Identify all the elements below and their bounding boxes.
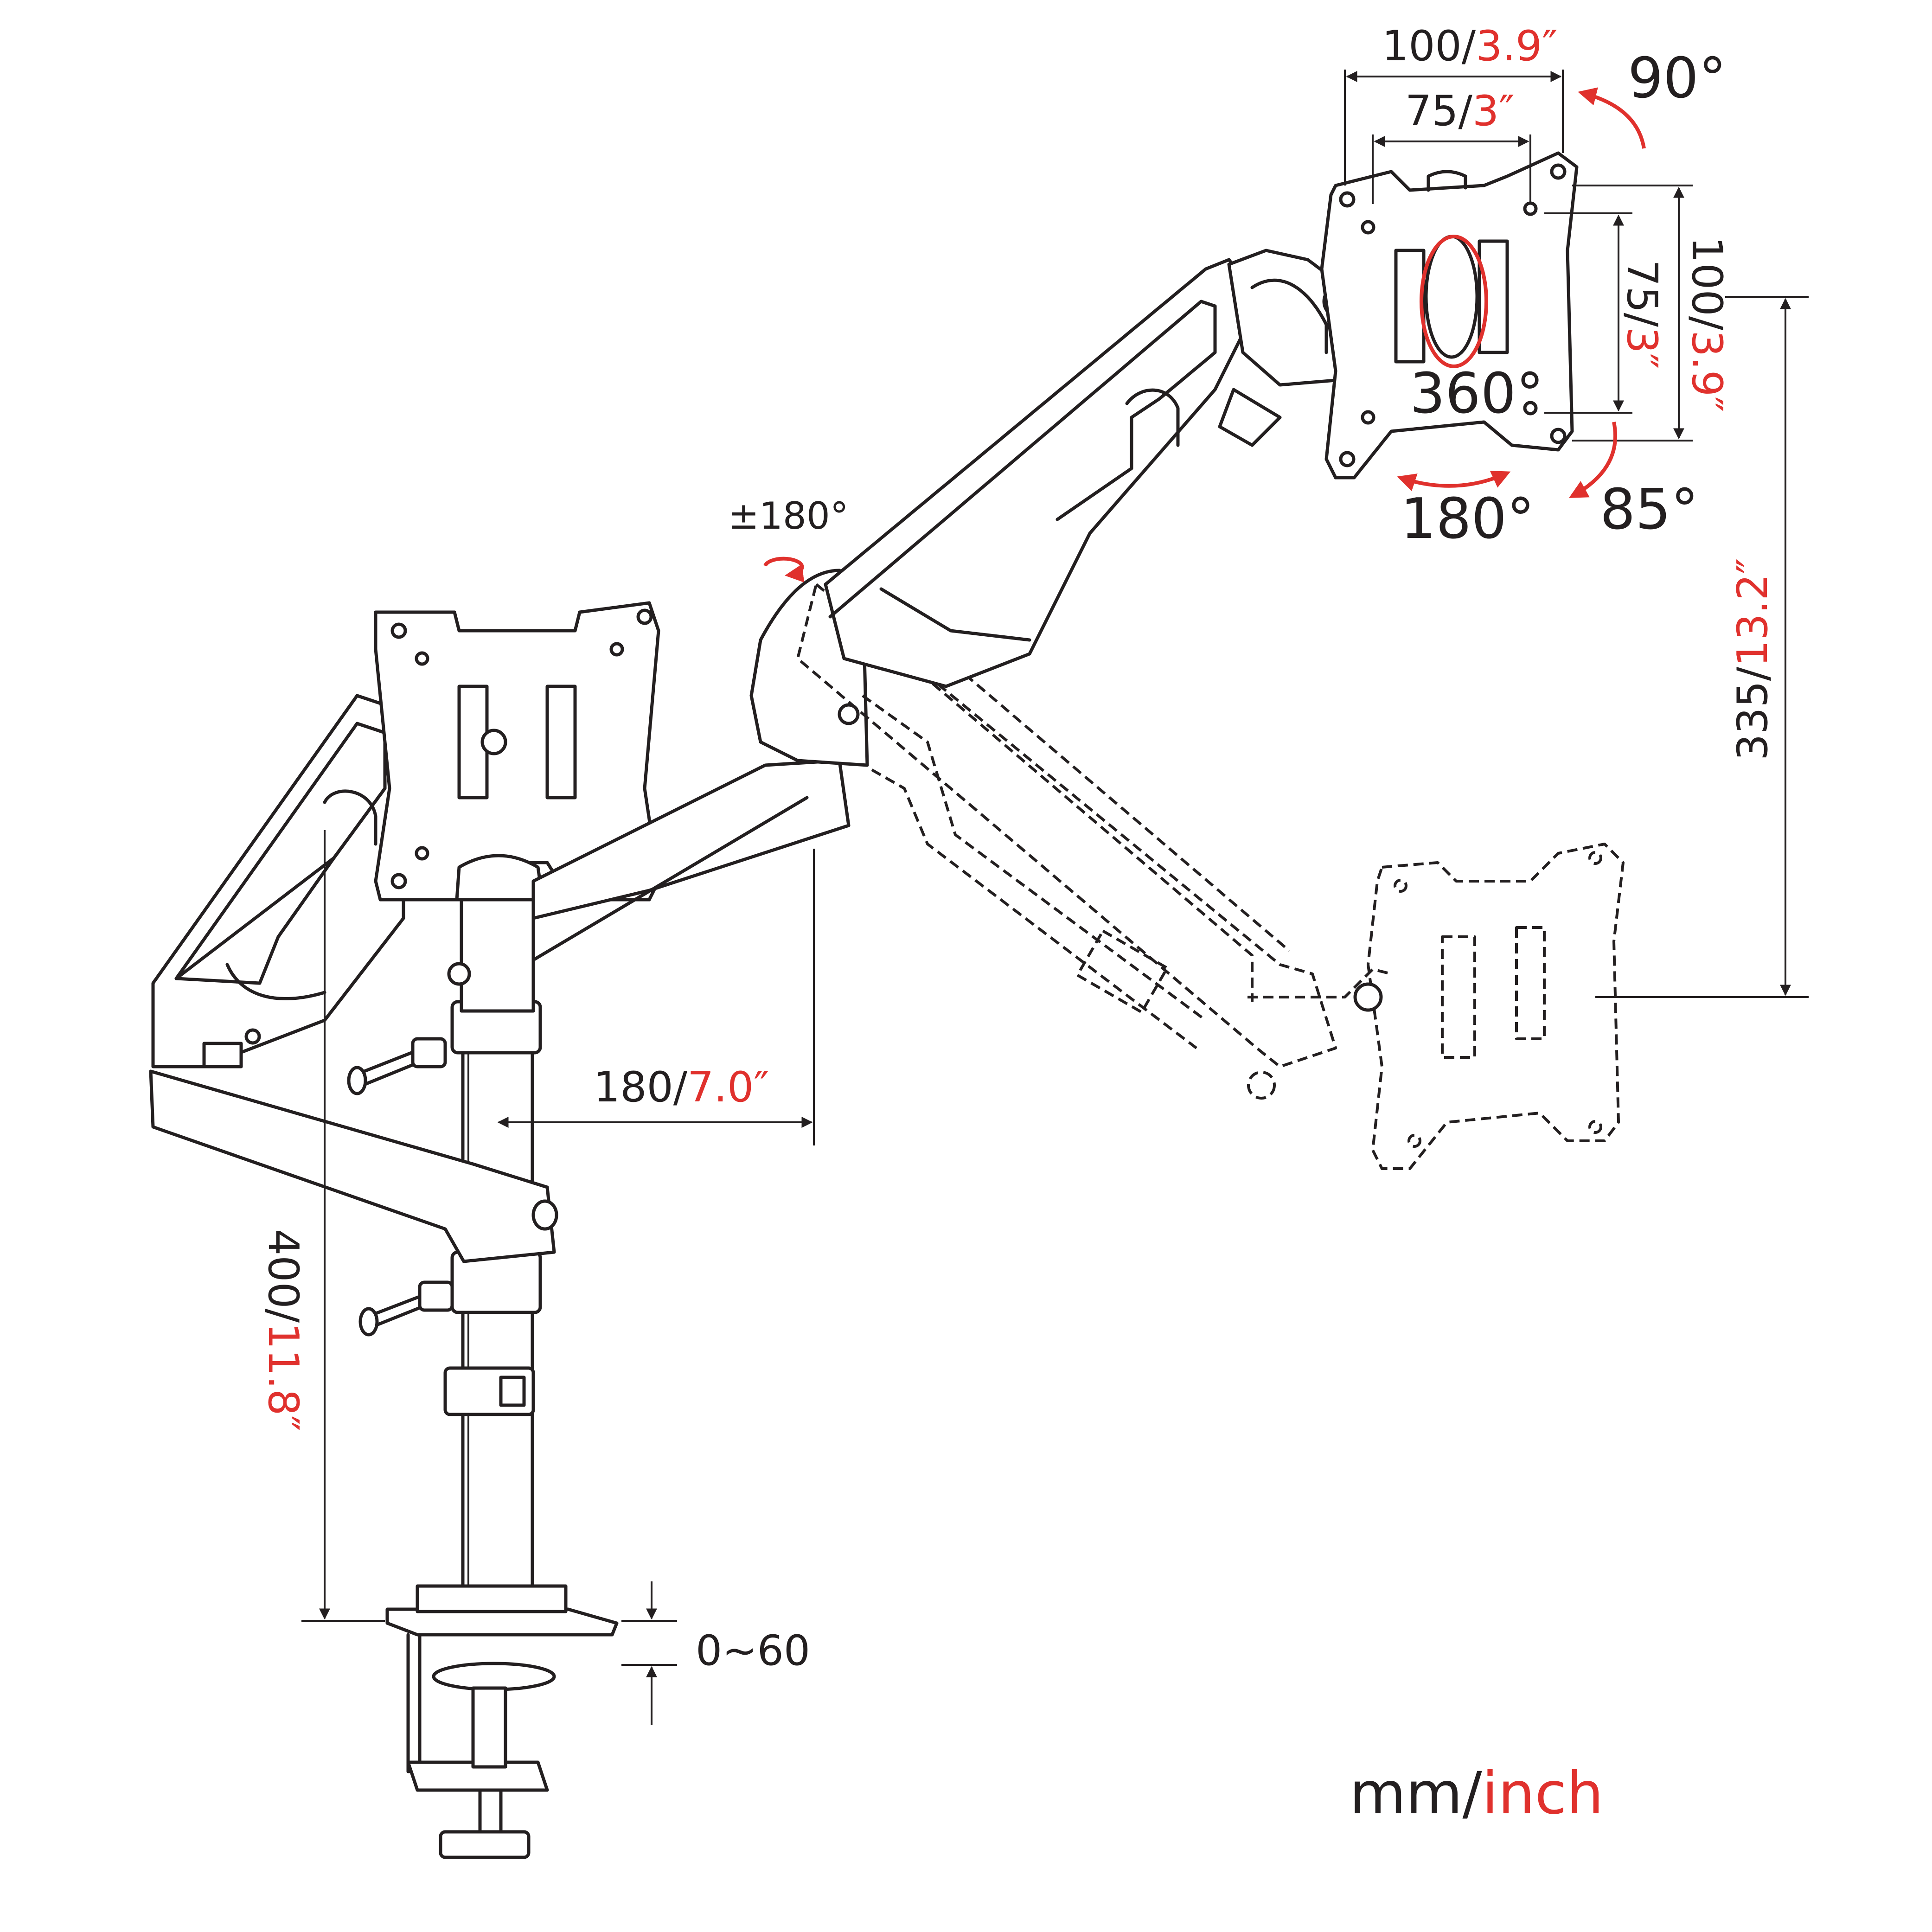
ghost-vesa-plate (1353, 843, 1625, 1170)
labels: 100/3.9″ 75/3″ 100/3.9″ 75/3″ 335/13.2″ … (259, 22, 1777, 1827)
clamp-knob (439, 1830, 531, 1859)
clamp-pad (432, 1662, 556, 1691)
right-arm-upper (824, 249, 1365, 688)
c-clamp (406, 1633, 535, 1773)
right-vesa-plate (1320, 151, 1579, 480)
vesa-inner-width-label: 75/3″ (1405, 87, 1515, 135)
vesa-outer-height-label: 100/3.9″ (1683, 237, 1731, 412)
tilt-down-label: 85° (1600, 478, 1699, 542)
tilt-down-arrow-icon (1568, 422, 1618, 498)
vesa-slot-right (545, 685, 577, 800)
left-arm (149, 694, 558, 1263)
pole-height-label: 400/11.8″ (259, 1229, 307, 1431)
swivel-label: 180° (1401, 487, 1535, 551)
vesa-inner-height-label: 75/3″ (1618, 260, 1666, 369)
dimension-lines (301, 70, 1809, 1725)
rotation-label: 360° (1410, 362, 1544, 426)
cable-clip-tab (499, 1375, 526, 1407)
vesa-holes-right (1339, 163, 1567, 467)
clamp-top-plate (385, 1607, 619, 1637)
arm-offset-label: 180/7.0″ (594, 1063, 769, 1112)
vesa-outer-width-label: 100/3.9″ (1382, 22, 1558, 70)
ghost-arm-lowered (796, 583, 1392, 1100)
arm-swivel-arrow-icon (763, 557, 805, 582)
height-adjust-label: 335/13.2″ (1728, 558, 1777, 761)
units-legend: mm/inch (1350, 1760, 1604, 1827)
tilt-up-arrow-icon (1578, 87, 1646, 149)
tilt-up-label: 90° (1628, 46, 1727, 111)
tension-knobs (347, 1037, 454, 1337)
rotation-arrow-icon (1420, 235, 1488, 368)
left-vesa-plate (374, 601, 660, 902)
arm-swivel-label: ±180° (728, 494, 849, 537)
swivel-arrow-icon (1397, 471, 1511, 492)
rotation-arrows (763, 87, 1646, 582)
pole-top (447, 854, 544, 1013)
clamp-range-label: 0~60 (696, 1626, 810, 1675)
